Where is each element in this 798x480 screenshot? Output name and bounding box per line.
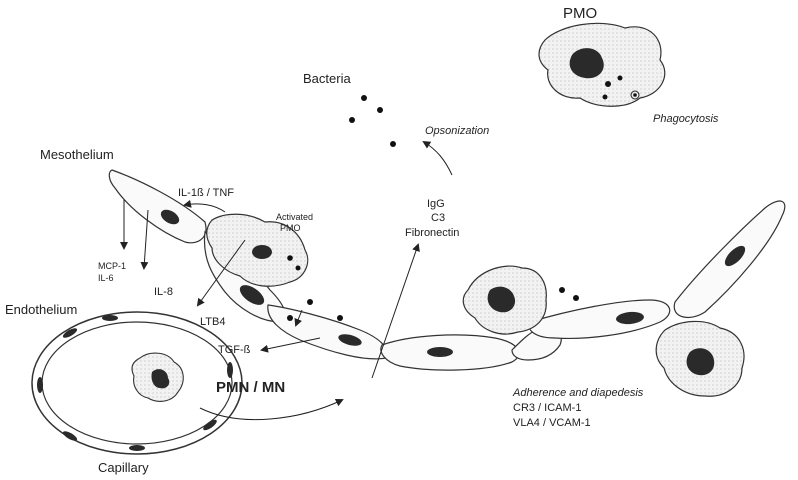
label-igg: IgG bbox=[427, 198, 445, 210]
label-mesothelium: Mesothelium bbox=[40, 147, 114, 162]
label-ltb4: LTB4 bbox=[200, 316, 225, 328]
pmo-bottom-right bbox=[656, 321, 744, 396]
opsonization-arrow bbox=[424, 142, 452, 175]
label-il8: IL-8 bbox=[154, 286, 173, 298]
bacteria-dots bbox=[349, 95, 396, 147]
bacteria-dot bbox=[559, 287, 565, 293]
label-opsonization: Opsonization bbox=[425, 125, 489, 137]
bacteria-dot bbox=[307, 299, 313, 305]
label-endothelium: Endothelium bbox=[5, 302, 77, 317]
capillary bbox=[32, 312, 242, 454]
pmo-middle-right bbox=[463, 266, 546, 334]
label-mcp1: MCP-1 bbox=[98, 261, 126, 271]
label-activated-pmo: PMO bbox=[280, 223, 301, 233]
label-bacteria: Bacteria bbox=[303, 71, 351, 86]
label-vla4-vcam: VLA4 / VCAM-1 bbox=[513, 417, 591, 429]
label-tgfb: TGF-ß bbox=[218, 344, 251, 356]
label-pmo-top: PMO bbox=[563, 5, 597, 22]
label-fibronectin: Fibronectin bbox=[405, 227, 459, 239]
label-capillary: Capillary bbox=[98, 460, 149, 475]
label-activated: Activated bbox=[276, 212, 313, 222]
label-c3: C3 bbox=[431, 212, 445, 224]
bacteria-dot bbox=[287, 315, 293, 321]
label-pmn-mn: PMN / MN bbox=[216, 379, 285, 396]
label-cr3-icam: CR3 / ICAM-1 bbox=[513, 402, 581, 414]
label-phagocytosis: Phagocytosis bbox=[653, 113, 719, 125]
bacteria-dot bbox=[337, 315, 343, 321]
label-il6: IL-6 bbox=[98, 273, 114, 283]
label-adherence: Adherence and diapedesis bbox=[512, 387, 644, 399]
pmo-macrophage-top bbox=[539, 23, 665, 106]
bacteria-dot bbox=[573, 295, 579, 301]
label-il1-tnf: IL-1ß / TNF bbox=[178, 187, 234, 199]
